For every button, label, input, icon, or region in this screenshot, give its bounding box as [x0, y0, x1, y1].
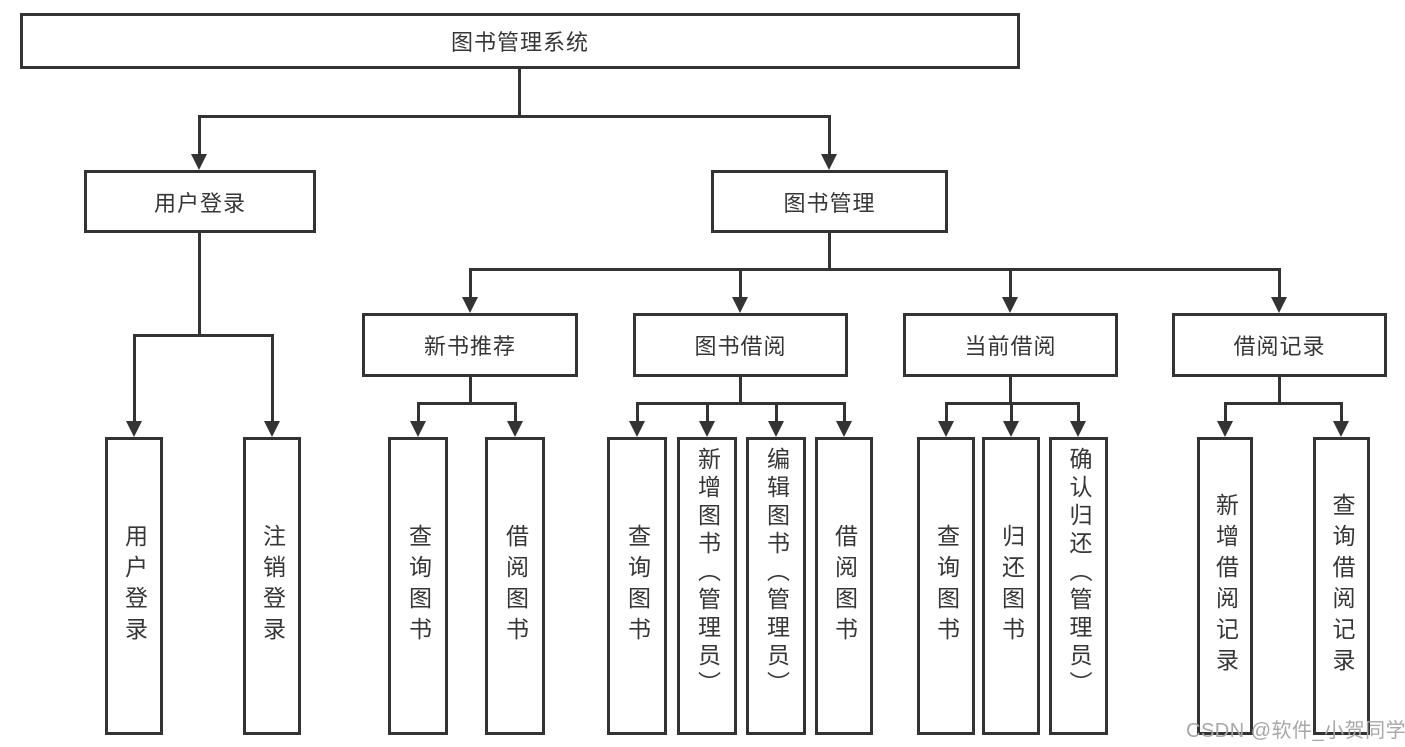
connector-drop-records	[1278, 268, 1281, 300]
node-current-borrowing-label: 当前借阅	[964, 334, 1057, 359]
arrowhead-newbook-1	[410, 421, 426, 437]
arrowhead-records-1	[1217, 421, 1233, 437]
leaf-current-confirm-admin: 确认归还（管理员）	[1049, 437, 1108, 735]
node-user-login-group: 用户登录	[84, 170, 316, 233]
leaf-borrow-edit-admin: 编辑图书（管理员）	[746, 437, 806, 735]
connector-drop-user-login	[198, 115, 201, 155]
node-borrow-records: 借阅记录	[1172, 313, 1387, 377]
connector-borrow-rail	[636, 402, 846, 405]
leaf-current-query: 查询图书	[917, 437, 975, 735]
connector-mgmt-stem	[828, 233, 831, 271]
connector-drop-current	[1009, 268, 1012, 300]
node-book-management-label: 图书管理	[783, 190, 876, 216]
leaf-user-login-label: 用户登录	[121, 524, 148, 648]
leaf-newbook-borrow: 借阅图书	[485, 437, 545, 735]
arrowhead-current-1	[938, 421, 954, 437]
arrowhead-current	[1002, 297, 1018, 313]
connector-drop-current-3	[1077, 402, 1080, 422]
leaf-logout-label: 注销登录	[259, 524, 286, 648]
connector-drop-records-2	[1340, 402, 1343, 422]
arrowhead-borrow-4	[836, 421, 852, 437]
connector-current-stem	[1009, 377, 1012, 405]
node-root: 图书管理系统	[20, 13, 1020, 69]
arrowhead-newbook	[462, 297, 478, 313]
leaf-borrow-query: 查询图书	[607, 437, 667, 735]
leaf-borrow-edit-admin-label: 编辑图书（管理员）	[763, 447, 790, 699]
connector-root-stem	[518, 69, 521, 118]
leaf-current-return-label: 归还图书	[998, 524, 1025, 648]
arrowhead-records-2	[1333, 421, 1349, 437]
node-new-book-recommend: 新书推荐	[362, 313, 578, 377]
connector-drop-borrow-1	[636, 402, 639, 422]
connector-drop-book-mgmt	[828, 115, 831, 155]
connector-drop-newbook-1	[417, 402, 420, 422]
connector-user-rail	[133, 334, 274, 337]
arrowhead-borrow-2	[699, 421, 715, 437]
connector-drop-borrow-3	[775, 402, 778, 422]
arrowhead-borrow-1	[629, 421, 645, 437]
leaf-borrow-query-label: 查询图书	[624, 524, 651, 648]
arrowhead-current-2	[1003, 421, 1019, 437]
node-root-label: 图书管理系统	[450, 30, 589, 55]
arrowhead-login-leaf	[126, 421, 142, 437]
connector-borrow-stem	[739, 377, 742, 405]
connector-drop-records-1	[1224, 402, 1227, 422]
connector-drop-logout-leaf	[271, 334, 274, 422]
connector-newbook-stem	[469, 377, 472, 405]
arrowhead-logout-leaf	[264, 421, 280, 437]
connector-drop-borrow-2	[706, 402, 709, 422]
connector-drop-newbook-2	[514, 402, 517, 422]
connector-user-stem	[198, 233, 201, 337]
arrowhead-borrow	[732, 297, 748, 313]
connector-records-stem	[1278, 377, 1281, 405]
leaf-current-return: 归还图书	[982, 437, 1040, 735]
connector-drop-current-2	[1010, 402, 1013, 422]
leaf-borrow-book: 借阅图书	[815, 437, 873, 735]
node-user-login-group-label: 用户登录	[153, 190, 246, 216]
leaf-records-add-label: 新增借阅记录	[1212, 493, 1239, 679]
arrowhead-book-mgmt	[821, 154, 837, 170]
leaf-logout: 注销登录	[243, 437, 301, 735]
node-book-management: 图书管理	[711, 170, 948, 233]
leaf-records-query-label: 查询借阅记录	[1329, 493, 1355, 679]
leaf-newbook-query-label: 查询图书	[405, 524, 432, 648]
arrowhead-current-3	[1070, 421, 1086, 437]
connector-drop-login-leaf	[133, 334, 136, 422]
connector-drop-current-1	[945, 402, 948, 422]
leaf-current-query-label: 查询图书	[933, 524, 960, 648]
leaf-records-query: 查询借阅记录	[1313, 437, 1370, 735]
arrowhead-newbook-2	[507, 421, 523, 437]
node-borrow-records-label: 借阅记录	[1233, 334, 1326, 359]
connector-mgmt-rail	[469, 268, 1281, 271]
arrowhead-records	[1271, 297, 1287, 313]
connector-drop-borrow-4	[843, 402, 846, 422]
arrowhead-borrow-3	[768, 421, 784, 437]
connector-records-rail	[1224, 402, 1343, 405]
connector-root-rail	[198, 115, 831, 118]
leaf-borrow-add-admin-label: 新增图书（管理员）	[694, 447, 721, 699]
leaf-newbook-borrow-label: 借阅图书	[502, 524, 529, 648]
node-book-borrowing-label: 图书借阅	[694, 334, 787, 359]
node-book-borrowing: 图书借阅	[633, 313, 848, 377]
node-new-book-recommend-label: 新书推荐	[423, 334, 516, 359]
leaf-borrow-book-label: 借阅图书	[831, 524, 858, 648]
leaf-newbook-query: 查询图书	[388, 437, 448, 735]
leaf-current-confirm-admin-label: 确认归还（管理员）	[1066, 447, 1092, 699]
leaf-records-add: 新增借阅记录	[1197, 437, 1253, 735]
connector-drop-borrow	[739, 268, 742, 300]
leaf-borrow-add-admin: 新增图书（管理员）	[677, 437, 737, 735]
csdn-watermark: CSDN @软件_小贺同学	[1186, 720, 1405, 742]
leaf-user-login: 用户登录	[105, 437, 163, 735]
connector-drop-newbook	[469, 268, 472, 300]
connector-newbook-rail	[417, 402, 517, 405]
node-current-borrowing: 当前借阅	[903, 313, 1118, 377]
arrowhead-user-login	[191, 154, 207, 170]
